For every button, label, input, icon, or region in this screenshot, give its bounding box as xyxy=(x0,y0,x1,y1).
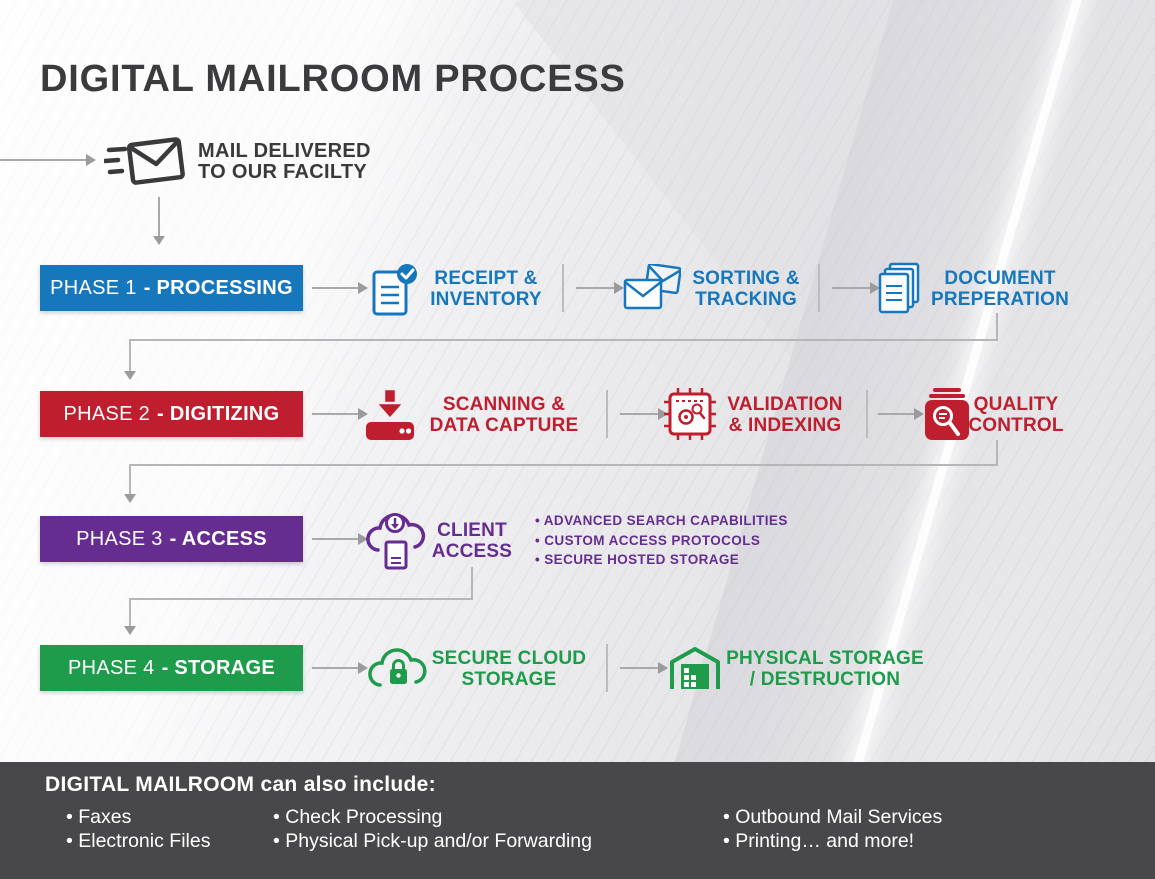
connector-arrowhead xyxy=(124,494,136,503)
connector-line xyxy=(129,341,131,371)
phase3-name: - ACCESS xyxy=(169,527,267,550)
footer-bar: DIGITAL MAILROOM can also include: • Fax… xyxy=(0,762,1155,879)
footer-item: • Outbound Mail Services xyxy=(723,806,943,828)
background-diagonal-band xyxy=(0,0,570,879)
step-divider xyxy=(562,264,564,312)
footer-column-3: • Outbound Mail Services • Printing… and… xyxy=(723,806,942,853)
step-label-secure-cloud-storage: SECURE CLOUD STORAGE xyxy=(431,648,587,690)
mail-delivered-label: MAIL DELIVERED TO OUR FACILTY xyxy=(198,141,371,183)
connector-line xyxy=(471,567,473,600)
down-connector xyxy=(158,197,160,236)
phase1-tag: PHASE 1 xyxy=(50,276,137,299)
cloud-lock-icon xyxy=(368,648,427,687)
phase2-tag: PHASE 2 xyxy=(63,402,151,425)
warehouse-icon xyxy=(670,647,720,689)
flow-arrow xyxy=(832,282,880,294)
access-feature-item: • CUSTOM ACCESS PROTOCOLS xyxy=(535,532,761,548)
connector-arrowhead xyxy=(124,626,136,635)
step-label-quality-control: QUALITY CONTROL xyxy=(968,394,1064,436)
mail-delivered-line2: TO OUR FACILTY xyxy=(198,161,368,183)
phase4-name: - STORAGE xyxy=(161,656,276,679)
down-arrowhead xyxy=(153,236,165,245)
connector-arrowhead xyxy=(124,371,136,380)
step-divider xyxy=(818,264,820,312)
mail-delivered-line1: MAIL DELIVERED xyxy=(198,140,371,162)
flow-arrow xyxy=(312,408,368,420)
footer-item: • Faxes xyxy=(66,806,132,828)
connector-line xyxy=(129,466,131,494)
phase2-name: - DIGITIZING xyxy=(157,402,280,425)
access-feature-list: • ADVANCED SEARCH CAPABILITIES • CUSTOM … xyxy=(535,511,788,570)
step-divider xyxy=(606,644,608,692)
phase3-tag: PHASE 3 xyxy=(76,527,163,550)
step-label-client-access: CLIENT ACCESS xyxy=(431,520,513,562)
chip-icon xyxy=(664,388,716,440)
step-label-document-preperation: DOCUMENT PREPERATION xyxy=(930,268,1070,310)
document-stack-icon xyxy=(878,262,920,314)
phase2-box: PHASE 2 - DIGITIZING xyxy=(40,391,303,437)
flow-arrow xyxy=(878,408,924,420)
phase4-tag: PHASE 4 xyxy=(67,656,155,679)
cloud-download-document-icon xyxy=(366,513,426,570)
background-diagonal-band xyxy=(515,0,1155,683)
flow-arrow xyxy=(312,282,368,294)
connector-line xyxy=(996,440,998,466)
entry-arrow xyxy=(0,154,96,166)
flow-arrow xyxy=(620,408,668,420)
flow-arrow xyxy=(312,533,368,545)
phase1-box: PHASE 1 - PROCESSING xyxy=(40,265,303,311)
step-divider xyxy=(606,390,608,438)
flow-arrow xyxy=(312,662,368,674)
page-title: DIGITAL MAILROOM PROCESS xyxy=(40,58,626,100)
step-label-validation-indexing: VALIDATION & INDEXING xyxy=(727,394,843,436)
connector-line xyxy=(129,598,473,600)
envelopes-icon xyxy=(623,264,681,310)
access-feature-item: • ADVANCED SEARCH CAPABILITIES xyxy=(535,513,788,528)
footer-item: • Printing… and more! xyxy=(723,829,915,852)
step-label-receipt-inventory: RECEIPT & INVENTORY xyxy=(430,268,542,310)
document-check-icon xyxy=(372,264,417,316)
flow-arrow xyxy=(620,662,668,674)
connector-line xyxy=(996,313,998,341)
access-feature-item: • SECURE HOSTED STORAGE xyxy=(535,552,740,567)
envelope-speed-icon xyxy=(104,137,185,185)
connector-line xyxy=(129,600,131,626)
footer-column-2: • Check Processing • Physical Pick-up an… xyxy=(273,806,592,853)
step-label-scanning-data-capture: SCANNING & DATA CAPTURE xyxy=(429,394,579,436)
phase3-box: PHASE 3 - ACCESS xyxy=(40,516,303,562)
phase1-name: - PROCESSING xyxy=(143,276,293,299)
connector-line xyxy=(129,464,998,466)
flow-arrow xyxy=(576,282,624,294)
step-label-sorting-tracking: SORTING & TRACKING xyxy=(692,268,800,310)
step-divider xyxy=(866,390,868,438)
phase4-box: PHASE 4 - STORAGE xyxy=(40,645,303,691)
footer-heading: DIGITAL MAILROOM can also include: xyxy=(45,773,436,796)
footer-column-1: • Faxes • Electronic Files xyxy=(66,806,210,853)
footer-item: • Check Processing xyxy=(273,806,443,828)
step-label-physical-storage-destruction: PHYSICAL STORAGE / DESTRUCTION xyxy=(726,648,924,690)
footer-item: • Physical Pick-up and/or Forwarding xyxy=(273,829,592,852)
scanner-download-icon xyxy=(366,388,414,440)
footer-item: • Electronic Files xyxy=(66,829,211,852)
connector-line xyxy=(129,339,998,341)
magnifier-document-icon xyxy=(925,388,969,440)
